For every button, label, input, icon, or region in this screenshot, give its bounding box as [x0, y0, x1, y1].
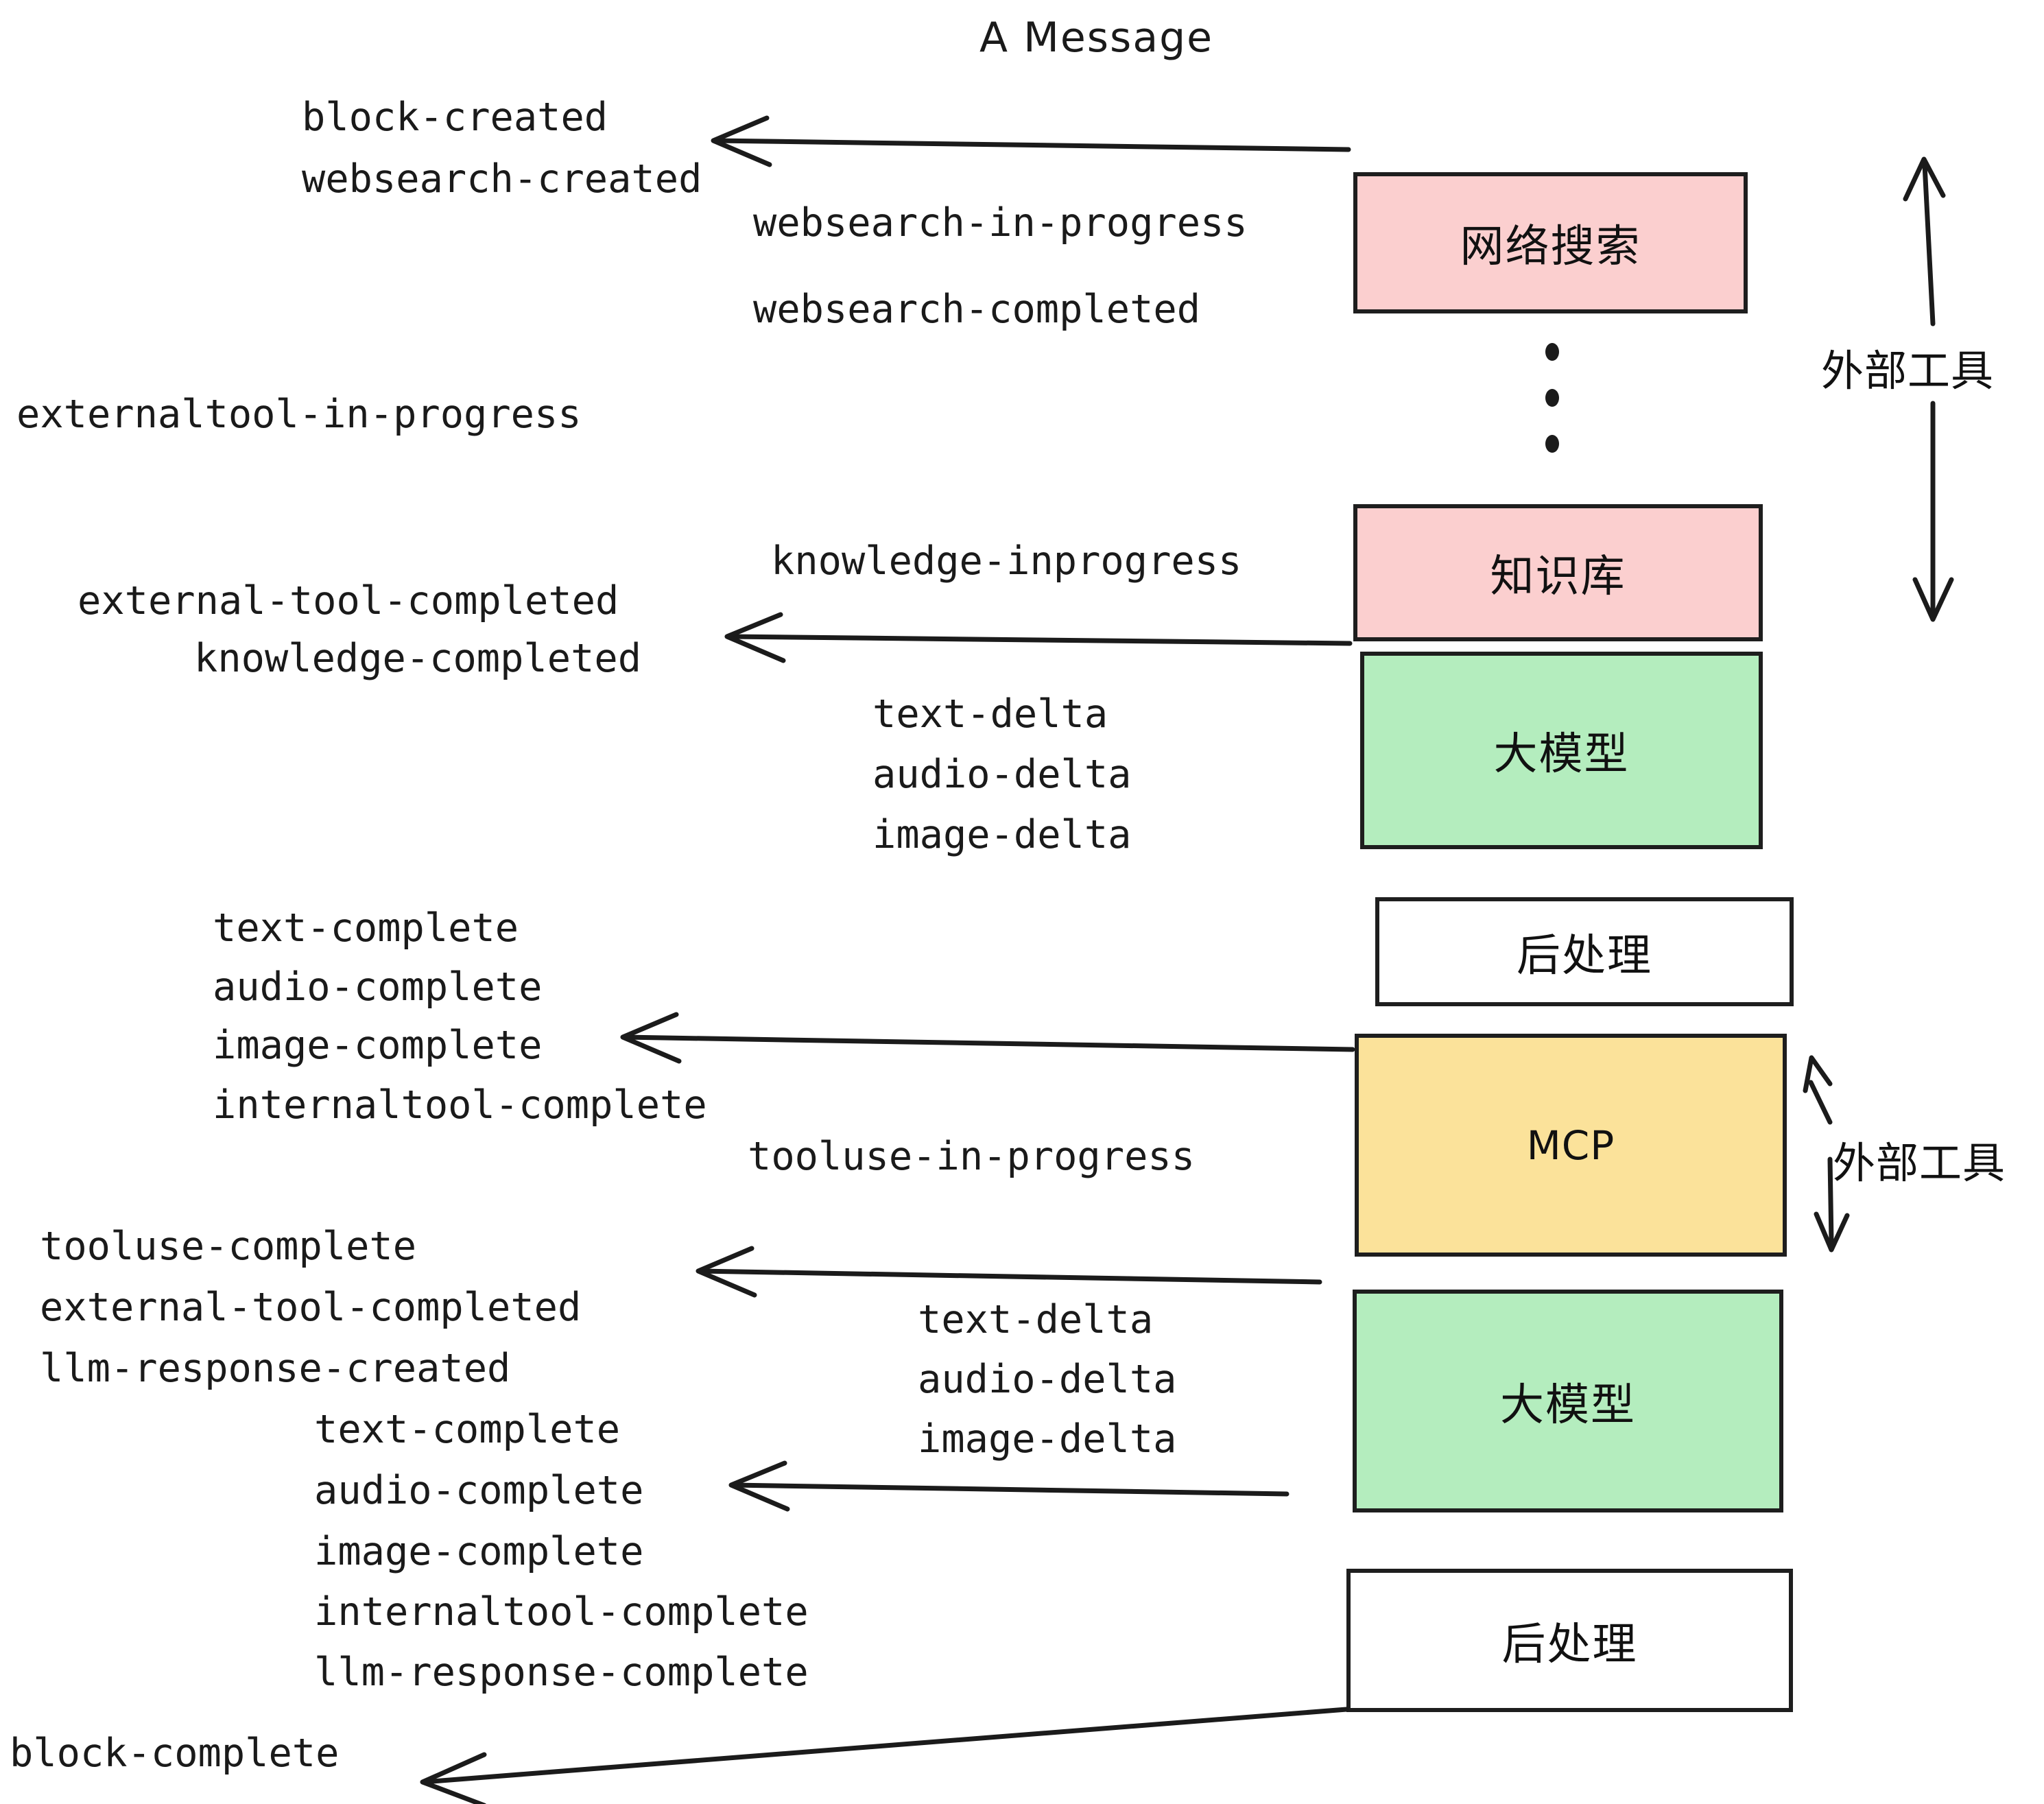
event-externaltool-in-progress: externaltool-in-progress: [16, 392, 582, 437]
side-label-external-tool-bottom: 外部工具: [1833, 1138, 2006, 1188]
event-audio-delta-1: audio-delta: [872, 752, 1132, 797]
ellipsis-dots: [1545, 343, 1560, 453]
event-llm-response-complete: llm-response-complete: [314, 1650, 809, 1695]
event-external-tool-completed-1: external-tool-completed: [78, 578, 619, 624]
side-label-external-tool-top: 外部工具: [1821, 346, 1995, 396]
box-mcp[interactable]: MCP: [1355, 1034, 1787, 1257]
event-websearch-in-progress: websearch-in-progress: [753, 200, 1248, 246]
box-postprocess-2-label: 后处理: [1501, 1619, 1638, 1670]
arrow-llm2-to-tooluse-complete: [696, 1246, 1322, 1298]
event-llm-response-created: llm-response-created: [40, 1346, 511, 1391]
box-postprocess-1-label: 后处理: [1517, 930, 1652, 982]
event-knowledge-inprogress: knowledge-inprogress: [771, 538, 1242, 584]
event-image-complete-1: image-complete: [213, 1023, 543, 1068]
event-text-complete-2: text-complete: [314, 1407, 621, 1452]
event-image-delta-2: image-delta: [918, 1416, 1177, 1462]
arrow-knowledge-to-knowledge-completed: [724, 612, 1353, 663]
box-knowledge-label: 知识库: [1490, 551, 1626, 602]
event-image-complete-2: image-complete: [314, 1529, 644, 1574]
event-text-delta-2: text-delta: [918, 1297, 1154, 1342]
box-websearch-label: 网络搜索: [1460, 222, 1641, 272]
event-tooluse-in-progress: tooluse-in-progress: [748, 1134, 1196, 1179]
event-external-tool-completed-2: external-tool-completed: [40, 1285, 582, 1330]
event-block-complete: block-complete: [10, 1731, 340, 1776]
event-text-delta-1: text-delta: [872, 691, 1108, 737]
arrow-llm2-to-audio-complete: [728, 1460, 1290, 1512]
box-mcp-label: MCP: [1526, 1121, 1615, 1169]
event-tooluse-complete: tooluse-complete: [40, 1224, 417, 1269]
event-audio-complete-1: audio-complete: [213, 964, 543, 1010]
dot-2: [1545, 389, 1559, 407]
arrow-postprocess2-to-block-complete: [420, 1707, 1349, 1804]
arrow-websearch-to-block-created: [711, 115, 1351, 167]
box-llm-1[interactable]: 大模型: [1360, 652, 1763, 849]
box-llm-2-label: 大模型: [1500, 1379, 1636, 1431]
event-audio-delta-2: audio-delta: [918, 1357, 1177, 1402]
dot-1: [1545, 343, 1559, 361]
event-audio-complete-2: audio-complete: [314, 1468, 644, 1513]
event-image-delta-1: image-delta: [872, 812, 1132, 857]
box-postprocess-1[interactable]: 后处理: [1375, 897, 1794, 1006]
box-websearch[interactable]: 网络搜索: [1353, 172, 1748, 313]
event-websearch-created: websearch-created: [302, 156, 702, 202]
box-llm-1-label: 大模型: [1493, 729, 1630, 780]
event-knowledge-completed: knowledge-completed: [194, 636, 642, 681]
event-internaltool-complete-1: internaltool-complete: [213, 1082, 707, 1128]
arrow-mcp-to-image-complete: [620, 1012, 1355, 1064]
page-title: A Message: [979, 14, 1214, 62]
event-websearch-completed: websearch-completed: [753, 287, 1201, 332]
box-knowledge[interactable]: 知识库: [1353, 504, 1763, 641]
event-internaltool-complete-2: internaltool-complete: [314, 1589, 809, 1635]
event-block-created: block-created: [302, 95, 608, 140]
box-llm-2[interactable]: 大模型: [1353, 1290, 1783, 1512]
event-text-complete-1: text-complete: [213, 905, 519, 951]
dot-3: [1545, 435, 1559, 453]
box-postprocess-2[interactable]: 后处理: [1346, 1569, 1793, 1712]
